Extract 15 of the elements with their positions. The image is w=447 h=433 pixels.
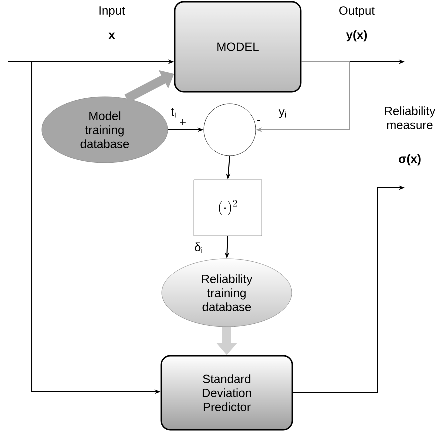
label: y(x) <box>346 30 368 42</box>
square-box: $(\cdot)^2$ <box>194 180 262 236</box>
label: Reliability measure <box>385 106 436 130</box>
label: Input <box>100 6 126 18</box>
model-box: MODEL <box>174 1 302 93</box>
label: σ(x) <box>399 154 421 166</box>
edge-label: t$_{i}$ <box>170 107 178 119</box>
label: - <box>258 120 260 122</box>
predictor-box: Standard Deviation Predictor <box>160 355 294 431</box>
summing-circle <box>204 104 256 156</box>
edge-label: y$_{i}$ <box>278 108 288 120</box>
edge-label: δ$_{i}$ <box>194 242 204 254</box>
label: x <box>108 32 116 40</box>
label: Output <box>340 6 375 18</box>
label: + <box>180 120 186 126</box>
